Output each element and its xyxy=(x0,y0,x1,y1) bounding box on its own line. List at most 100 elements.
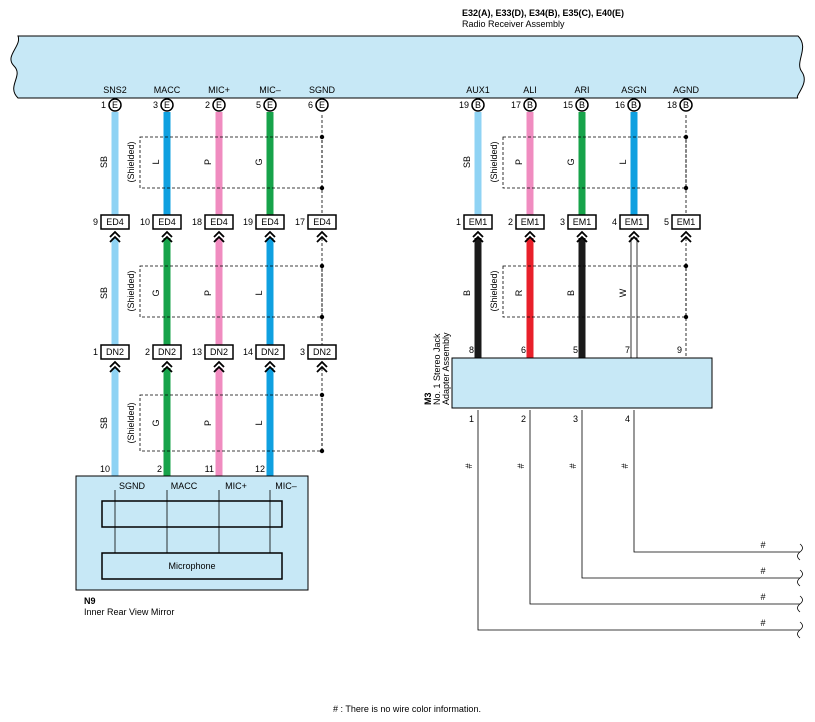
connector-ed4 xyxy=(307,214,337,230)
connector-label: DN2 xyxy=(106,347,124,357)
pin-circle xyxy=(315,98,329,112)
connector-letter: B xyxy=(683,100,689,110)
wire-b xyxy=(474,238,482,358)
adapter-pin-number: 1 xyxy=(469,414,474,424)
connector-em1 xyxy=(619,214,649,230)
no-color-mark: # xyxy=(568,463,578,468)
shield-box-left-2 xyxy=(139,265,323,318)
connector-pin-number: 1 xyxy=(456,217,461,227)
connector-letter: E xyxy=(319,100,325,110)
connector-pin-number: 2 xyxy=(508,217,513,227)
connector-em1 xyxy=(515,214,545,230)
wire-color-label: G xyxy=(151,289,161,296)
wire-color-label: P xyxy=(203,290,213,296)
connector-dn2 xyxy=(100,344,130,360)
connector-label: ED4 xyxy=(158,217,176,227)
mic-pin-number: 10 xyxy=(100,464,110,474)
connector-label: DN2 xyxy=(158,347,176,357)
shields xyxy=(139,115,687,452)
wire-l xyxy=(630,112,638,215)
no-color-mark: # xyxy=(760,566,765,576)
connector-dn2 xyxy=(152,344,182,360)
adapter-output-wire-2 xyxy=(529,410,800,605)
mirror-code: N9 xyxy=(84,596,96,606)
pin-circle xyxy=(575,98,589,112)
adapter-output-wire-3 xyxy=(581,410,800,579)
wire-break-mark xyxy=(797,543,803,561)
connector-ed4 xyxy=(100,214,130,230)
wire-g xyxy=(163,368,171,476)
inner-rear-view-mirror: Microphone SGND MACC MIC+ MIC– 10 2 11 1… xyxy=(75,464,309,617)
wire-color-label: L xyxy=(151,159,161,164)
right-pin-names: AUX1 ALI ARI ASGN AGND xyxy=(466,85,699,95)
no-color-mark: # xyxy=(760,618,765,628)
adapter-name-line2: Adapter Assembly xyxy=(441,332,451,405)
wire-g xyxy=(578,112,586,215)
adapter-pin-number: 5 xyxy=(573,345,578,355)
connector-pin-number: 9 xyxy=(93,217,98,227)
wire-color-label: B xyxy=(566,290,576,296)
connector-letter: E xyxy=(112,100,118,110)
wire-color-label: P xyxy=(514,159,524,165)
adapter-output-wire-1 xyxy=(477,410,800,631)
shielded-label: (Shielded) xyxy=(126,270,136,311)
pin-number: 2 xyxy=(205,100,210,110)
wire-sb xyxy=(474,112,482,215)
connector-pin-number: 17 xyxy=(295,217,305,227)
wire-color-label: L xyxy=(254,290,264,295)
connector-label: EM1 xyxy=(625,217,644,227)
adapter-pin-number: 4 xyxy=(625,414,630,424)
wire-color-label: SB xyxy=(99,287,109,299)
connector-label: EM1 xyxy=(469,217,488,227)
adapter-pin-number: 9 xyxy=(677,345,682,355)
radio-receiver-body xyxy=(10,35,805,99)
left-pin-names: SNS2 MACC MIC+ MIC– SGND xyxy=(103,85,335,95)
pin-circle xyxy=(679,98,693,112)
connector-pin-number: 18 xyxy=(192,217,202,227)
wire-l xyxy=(266,368,274,476)
adapter-pin-number: 2 xyxy=(521,414,526,424)
connector-letter: E xyxy=(267,100,273,110)
microphone-box xyxy=(101,552,283,580)
no-color-mark: # xyxy=(516,463,526,468)
wire-color-label: SB xyxy=(462,156,472,168)
connector-label: EM1 xyxy=(573,217,592,227)
connector-letter: B xyxy=(631,100,637,110)
wire-color-labels: SB L P G xyxy=(99,156,264,168)
adapter-pin-number: 3 xyxy=(573,414,578,424)
shielded-label: (Shielded) xyxy=(489,141,499,182)
connector-letter: B xyxy=(527,100,533,110)
connector-letter: B xyxy=(579,100,585,110)
adapter-name-line1: No. 1 Stereo Jack xyxy=(432,333,442,405)
pin-number: 1 xyxy=(101,100,106,110)
wire-color-label: SB xyxy=(99,156,109,168)
connector-em1 xyxy=(463,214,493,230)
wire-color-label: P xyxy=(203,159,213,165)
pin-number: 5 xyxy=(256,100,261,110)
wire-l xyxy=(163,112,171,215)
connector-dn2 xyxy=(255,344,285,360)
adapter-pin-number: 7 xyxy=(625,345,630,355)
pin-number: 18 xyxy=(667,100,677,110)
mic-pin-number: 2 xyxy=(157,464,162,474)
connector-em1 xyxy=(671,214,701,230)
wire-sb xyxy=(111,112,119,215)
pin-circle xyxy=(108,98,122,112)
connector-pin-number: 10 xyxy=(140,217,150,227)
mirror-inner-box xyxy=(101,500,283,528)
shielded-label: (Shielded) xyxy=(126,141,136,182)
wire-color-label: G xyxy=(254,158,264,165)
mic-pin-name: SGND xyxy=(119,481,146,491)
shield-labels: (Shielded) (Shielded) (Shielded) (Shield… xyxy=(126,141,499,443)
pin-name-asgn: ASGN xyxy=(621,85,647,95)
wire-sb xyxy=(111,368,119,476)
wire-color-labels: B R B W xyxy=(462,288,628,297)
connector-label: DN2 xyxy=(210,347,228,357)
wire-sb xyxy=(111,238,119,345)
wire-b xyxy=(578,238,586,358)
wire-color-labels: SB G P L xyxy=(99,417,264,429)
connector-dn2 xyxy=(307,344,337,360)
connector-pin-number: 1 xyxy=(93,347,98,357)
